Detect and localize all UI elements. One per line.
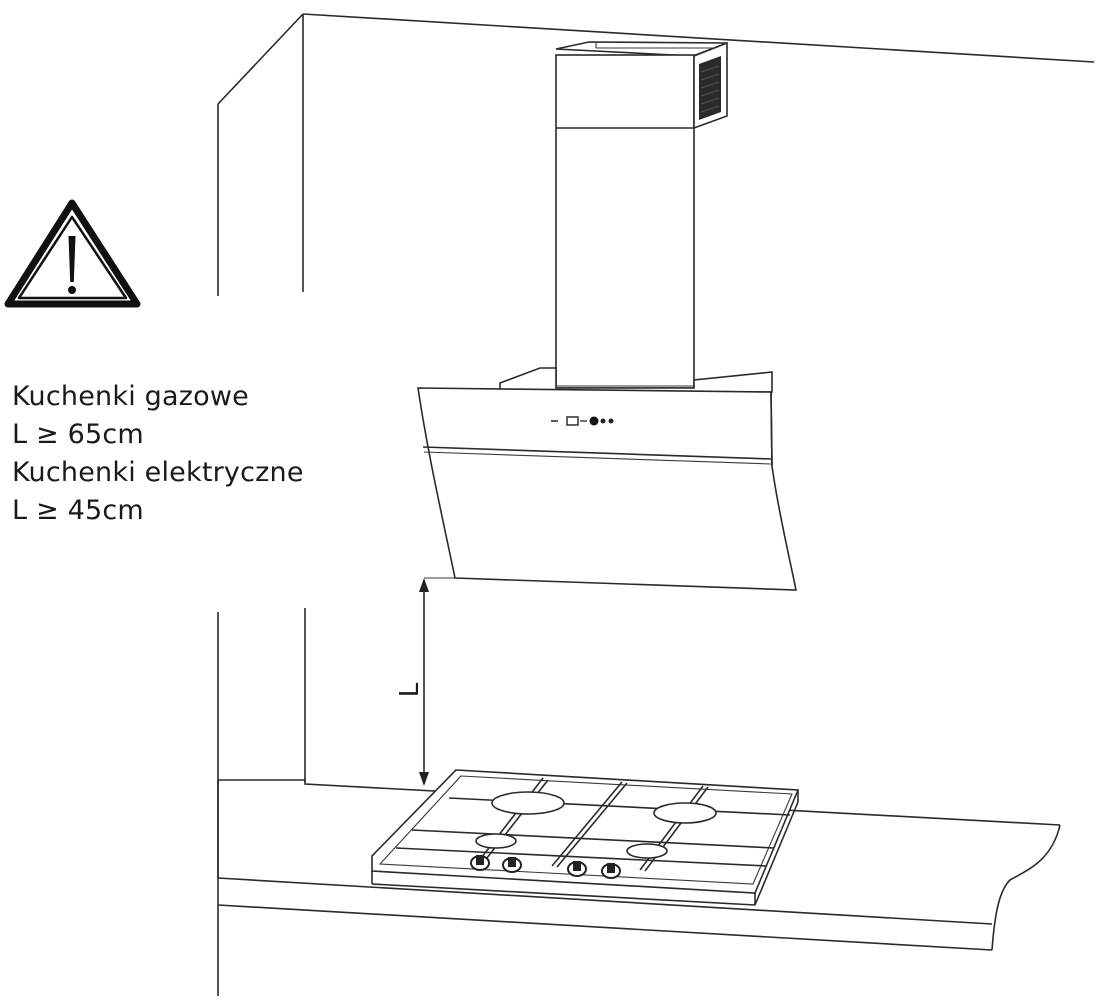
hob-knobs [470,855,621,879]
dimension-arrow [419,577,455,786]
distance-requirements: Kuchenki gazowe L ≥ 65cm Kuchenki elektr… [12,378,304,530]
gas-hob [371,769,800,906]
gas-stove-label: Kuchenki gazowe [12,381,249,412]
warning-triangle-icon [4,199,141,308]
burner-small [475,833,517,849]
gas-stove-distance: L ≥ 65cm [12,419,144,450]
hood-chimney [555,41,728,389]
dimension-label: L [395,682,425,697]
burner-small [626,843,668,859]
electric-stove-distance: L ≥ 45cm [12,495,144,526]
hood-control-panel [551,416,614,426]
burner-medium [653,802,717,824]
burner-large [491,791,565,815]
electric-stove-label: Kuchenki elektryczne [12,457,304,488]
hood-glass-panel [417,387,797,591]
